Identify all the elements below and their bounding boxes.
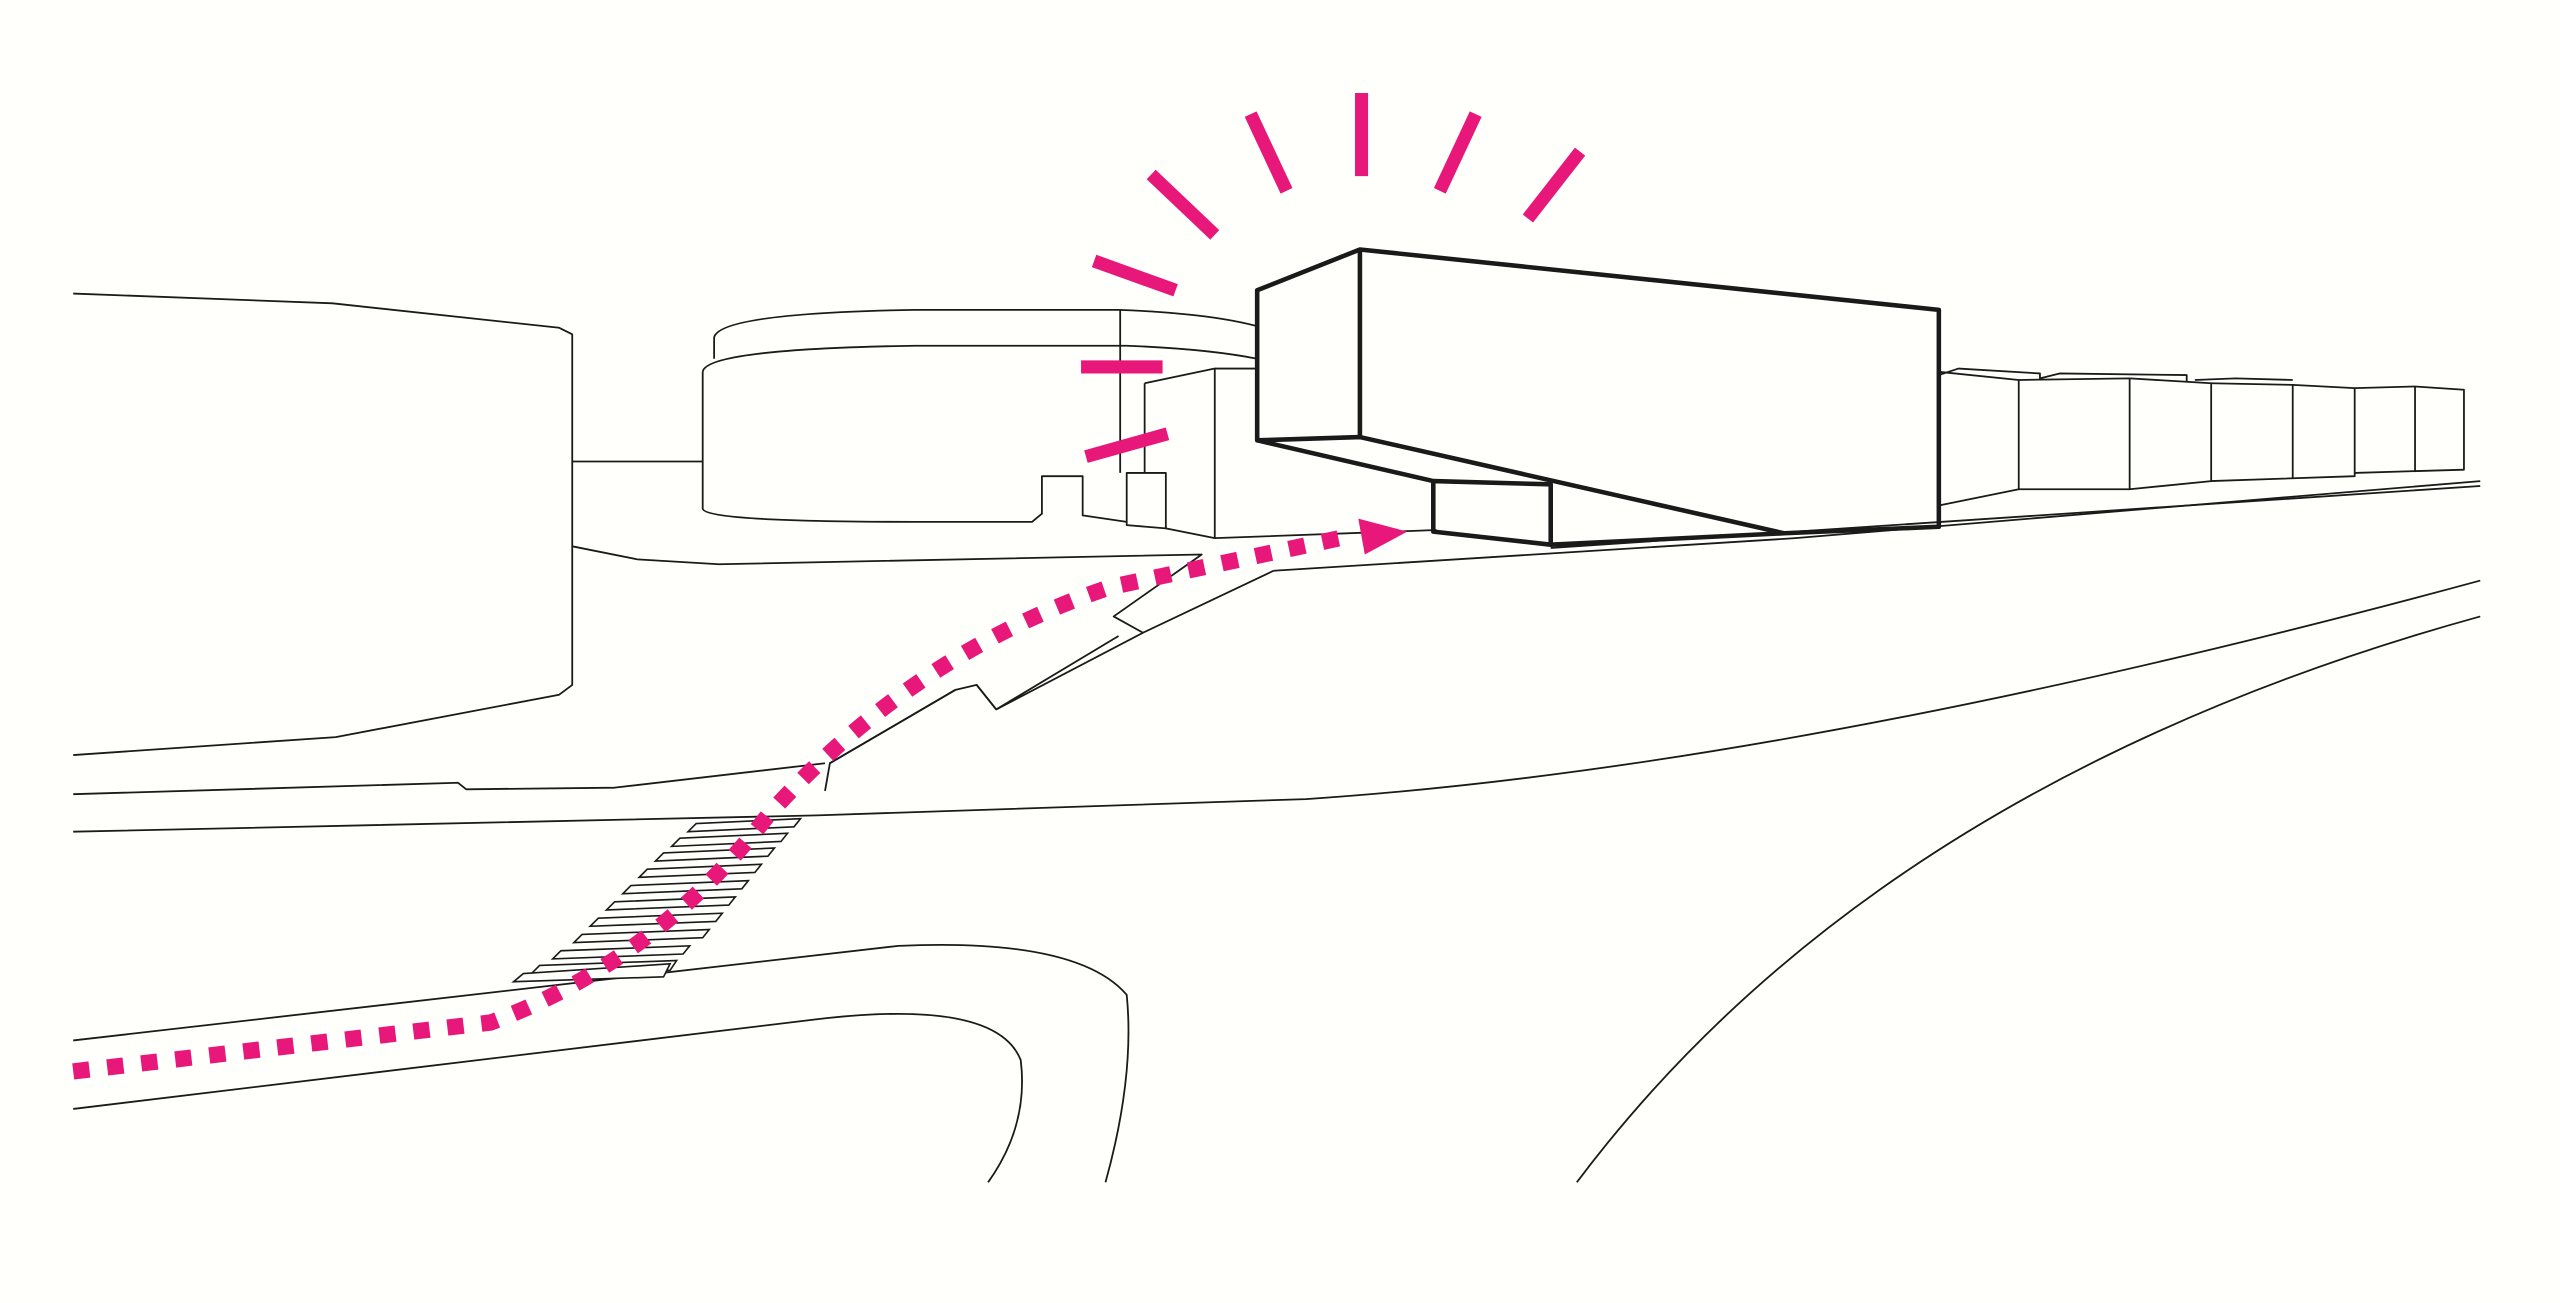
left-building xyxy=(73,292,703,756)
highlighted-building xyxy=(1254,247,1942,547)
crosswalk xyxy=(511,817,803,983)
plaza-and-stairs xyxy=(572,545,1274,792)
round-building xyxy=(701,308,1437,540)
ground-and-roads xyxy=(73,480,2481,1183)
route-arrow-icon xyxy=(1358,518,1408,555)
pedestrian-route xyxy=(72,518,1408,1080)
highlight-rays-icon xyxy=(1081,92,1586,463)
right-buildings xyxy=(1938,367,2465,507)
